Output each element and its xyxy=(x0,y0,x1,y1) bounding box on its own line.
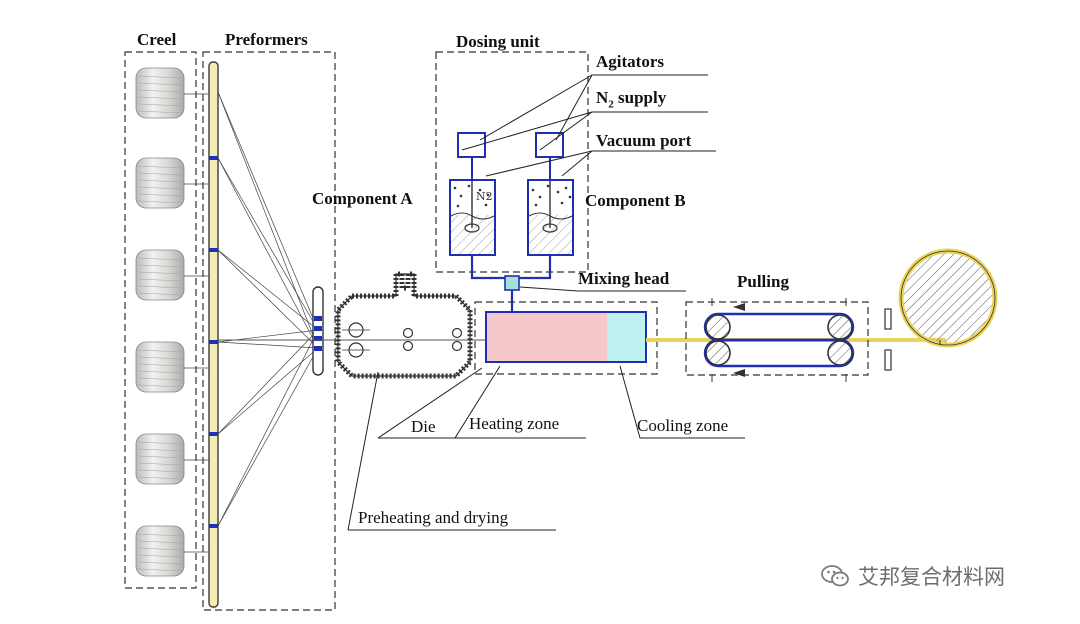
label-pulling: Pulling xyxy=(737,272,789,291)
watermark: 艾邦复合材料网 xyxy=(820,561,1005,591)
cutter-lower xyxy=(884,349,892,371)
fiber-spool xyxy=(135,67,185,119)
fiber-strands xyxy=(184,91,319,553)
bottom-leader-lines xyxy=(347,286,745,531)
label-preheating-drying: Preheating and drying xyxy=(358,508,509,527)
label-n2-rest: supply xyxy=(613,88,667,107)
label-n2-subscript: 2 xyxy=(608,98,614,111)
take-up-drum xyxy=(898,248,998,348)
pulling-frame xyxy=(685,301,869,376)
die-body xyxy=(485,311,647,363)
label-component-a: Component A xyxy=(312,189,413,208)
label-agitators: Agitators xyxy=(596,52,664,71)
preformer-guides xyxy=(209,156,218,528)
label-die: Die xyxy=(411,417,436,436)
dosing-leader-lines xyxy=(461,74,716,177)
label-vacuum-port: Vacuum port xyxy=(596,131,692,150)
cooling-zone xyxy=(607,312,646,362)
dosing-unit-frame xyxy=(435,51,589,273)
preformer-guide-hole xyxy=(209,524,218,528)
creel-spools xyxy=(135,67,185,577)
preformer-guide-hole xyxy=(209,432,218,436)
heating-zone xyxy=(486,312,607,362)
wechat-icon xyxy=(821,565,849,587)
creel-frame xyxy=(124,51,197,589)
fiber-spool xyxy=(135,157,185,209)
label-mixing-head: Mixing head xyxy=(578,269,670,288)
label-heating-zone: Heating zone xyxy=(469,414,560,433)
tank-component-b xyxy=(527,132,574,256)
label-n2-main: N xyxy=(596,88,609,107)
fiber-spool xyxy=(135,341,185,393)
fiber-spool xyxy=(135,249,185,301)
cutter-upper xyxy=(884,308,892,330)
die-frame xyxy=(474,301,658,375)
label-creel: Creel xyxy=(137,30,177,49)
tank-component-a: N2 xyxy=(449,132,496,256)
fiber-spool xyxy=(135,525,185,577)
fiber-spool xyxy=(135,433,185,485)
label-cooling-zone: Cooling zone xyxy=(637,416,729,435)
label-dosing-unit: Dosing unit xyxy=(456,32,540,51)
tank-bubbles xyxy=(453,184,572,208)
svg-text:N2: N2 xyxy=(476,190,493,203)
watermark-text: 艾邦复合材料网 xyxy=(858,565,1005,589)
label-component-b: Component B xyxy=(585,191,686,210)
label-preformers: Preformers xyxy=(225,30,308,49)
label-n2-supply: N2 supply xyxy=(596,88,666,110)
preformers-frame xyxy=(202,51,336,611)
preformer-bar xyxy=(208,61,219,608)
pulling-belts xyxy=(703,298,855,382)
preformer-guide-hole xyxy=(209,340,218,344)
guide-plate-holes xyxy=(314,316,322,351)
preformer-guide-hole xyxy=(209,248,218,252)
preformer-guide-hole xyxy=(209,156,218,160)
preheating-chamber xyxy=(335,271,473,379)
